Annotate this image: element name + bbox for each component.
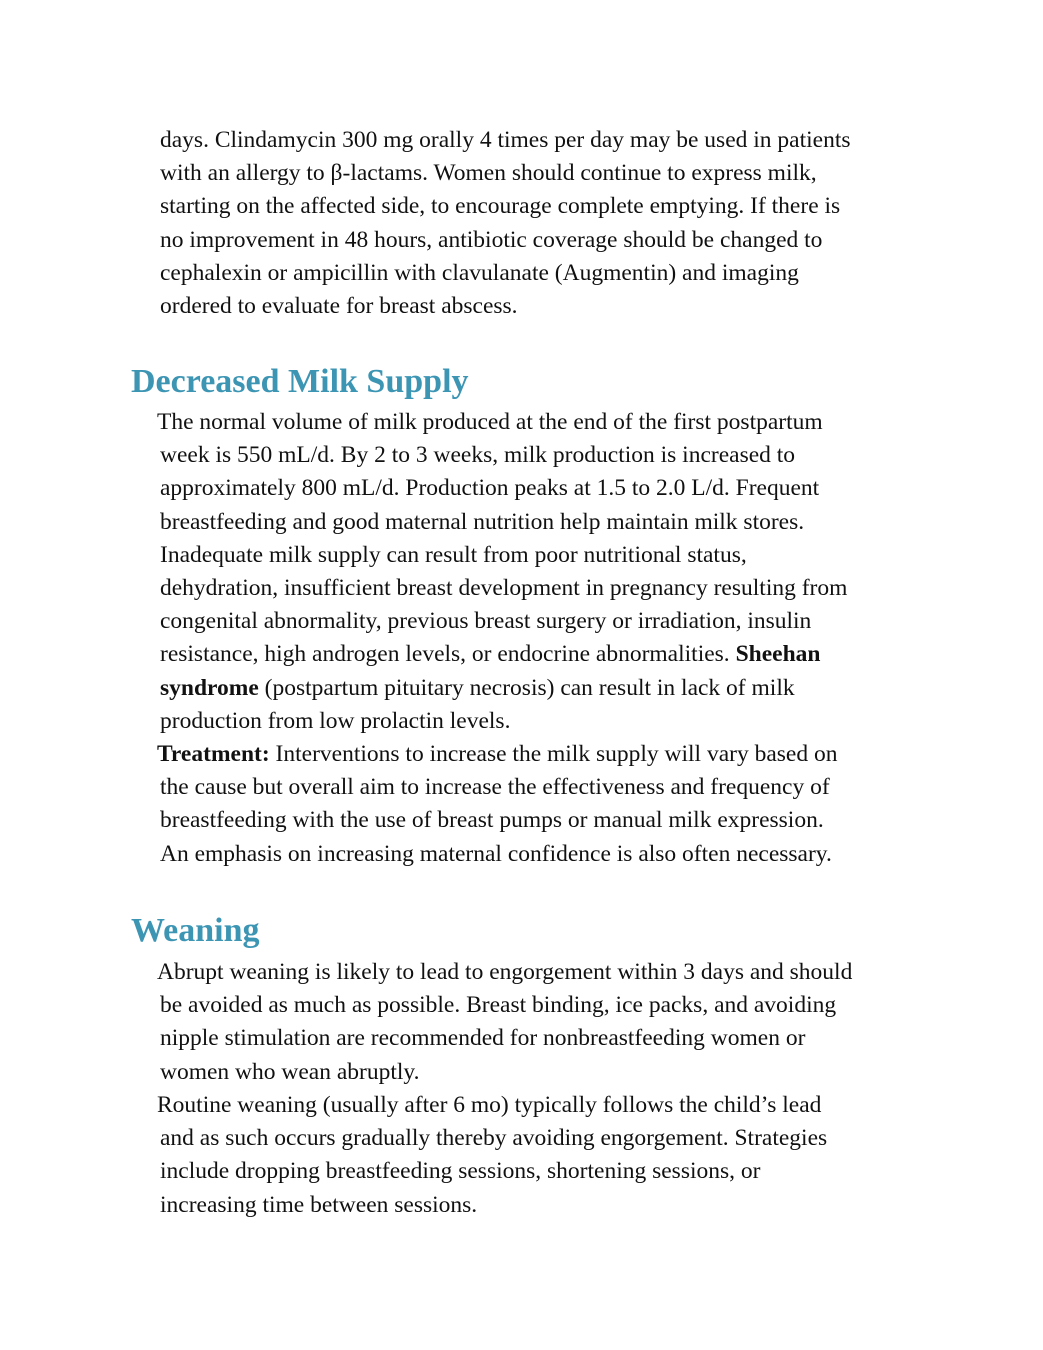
text-line: cephalexin or ampicillin with clavulanat…	[160, 259, 799, 286]
section-heading-decreased-milk-supply: Decreased Milk Supply	[131, 363, 469, 400]
text-run: Interventions to increase the milk suppl…	[269, 741, 838, 767]
bold-term-syndrome: syndrome	[160, 674, 259, 701]
section-heading-weaning: Weaning	[131, 912, 260, 949]
text-run: (postpartum pituitary necrosis) can resu…	[258, 674, 795, 701]
text-run: resistance, high androgen levels, or end…	[160, 641, 736, 668]
text-line: nipple stimulation are recommended for n…	[160, 1025, 806, 1052]
text-line: The normal volume of milk produced at th…	[157, 409, 823, 435]
text-line: Abrupt weaning is likely to lead to engo…	[157, 959, 853, 985]
bold-term-sheehan: Sheehan	[735, 641, 821, 668]
text-line: approximately 800 mL/d. Production peaks…	[160, 475, 820, 502]
text-line: days. Clindamycin 300 mg orally 4 times …	[160, 127, 851, 153]
treatment-paragraph: Treatment: Interventions to increase the…	[157, 738, 950, 871]
text-line: production from low prolactin levels.	[160, 707, 511, 734]
text-line: starting on the affected side, to encour…	[160, 193, 841, 220]
text-line: increasing time between sessions.	[160, 1191, 478, 1218]
weaning-paragraph-abrupt: Abrupt weaning is likely to lead to engo…	[157, 956, 950, 1089]
text-line: women who wean abruptly.	[160, 1058, 420, 1085]
text-line: breastfeeding and good maternal nutritio…	[160, 508, 805, 535]
continuation-paragraph: days. Clindamycin 300 mg orally 4 times …	[160, 124, 950, 323]
text-line: no improvement in 48 hours, antibiotic c…	[160, 226, 823, 253]
text-line: Routine weaning (usually after 6 mo) typ…	[157, 1092, 822, 1118]
text-line: with an allergy to β-lactams. Women shou…	[160, 160, 817, 187]
milk-supply-paragraph: The normal volume of milk produced at th…	[157, 406, 950, 738]
weaning-paragraph-routine: Routine weaning (usually after 6 mo) typ…	[157, 1089, 950, 1222]
treatment-label: Treatment:	[157, 741, 270, 767]
text-line: include dropping breastfeeding sessions,…	[160, 1158, 761, 1185]
text-line: be avoided as much as possible. Breast b…	[160, 992, 837, 1019]
text-line: ordered to evaluate for breast abscess.	[160, 293, 518, 320]
text-line: week is 550 mL/d. By 2 to 3 weeks, milk …	[160, 442, 796, 469]
text-line: syndrome (postpartum pituitary necrosis)…	[160, 672, 950, 705]
text-line: resistance, high androgen levels, or end…	[160, 638, 950, 671]
text-line: the cause but overall aim to increase th…	[160, 774, 830, 801]
text-line: breastfeeding with the use of breast pum…	[160, 807, 824, 834]
text-line: congenital abnormality, previous breast …	[160, 608, 812, 635]
text-line: dehydration, insufficient breast develop…	[160, 575, 848, 602]
text-line: Inadequate milk supply can result from p…	[160, 541, 747, 568]
text-line: Treatment: Interventions to increase the…	[157, 738, 950, 771]
text-line: An emphasis on increasing maternal confi…	[160, 840, 832, 867]
text-line: and as such occurs gradually thereby avo…	[160, 1125, 828, 1152]
